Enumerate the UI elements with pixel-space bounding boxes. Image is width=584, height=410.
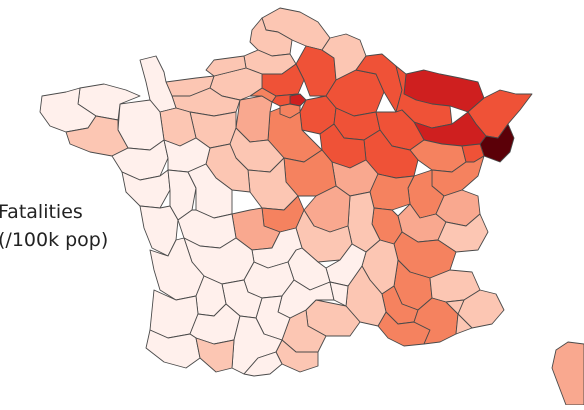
region-morbihan	[65, 115, 129, 157]
legend-title-line-2: (/100k pop)	[0, 229, 109, 251]
region-lozere	[329, 281, 349, 307]
region-hautes-pyrenees	[195, 337, 235, 373]
legend-title-line-1: Fatalities	[0, 201, 83, 223]
departments-layer	[39, 7, 584, 406]
region-seine-maritime	[205, 55, 247, 77]
region-pas-de-calais	[249, 17, 293, 57]
region-alpes-de-haute-provence	[445, 299, 473, 335]
region-manche	[139, 55, 177, 113]
region-essonne	[279, 103, 301, 119]
region-ariege	[243, 351, 283, 377]
legend-title: Fatalities (/100k pop)	[0, 198, 108, 254]
region-corse	[551, 341, 584, 406]
region-saone-et-loire	[369, 173, 415, 211]
